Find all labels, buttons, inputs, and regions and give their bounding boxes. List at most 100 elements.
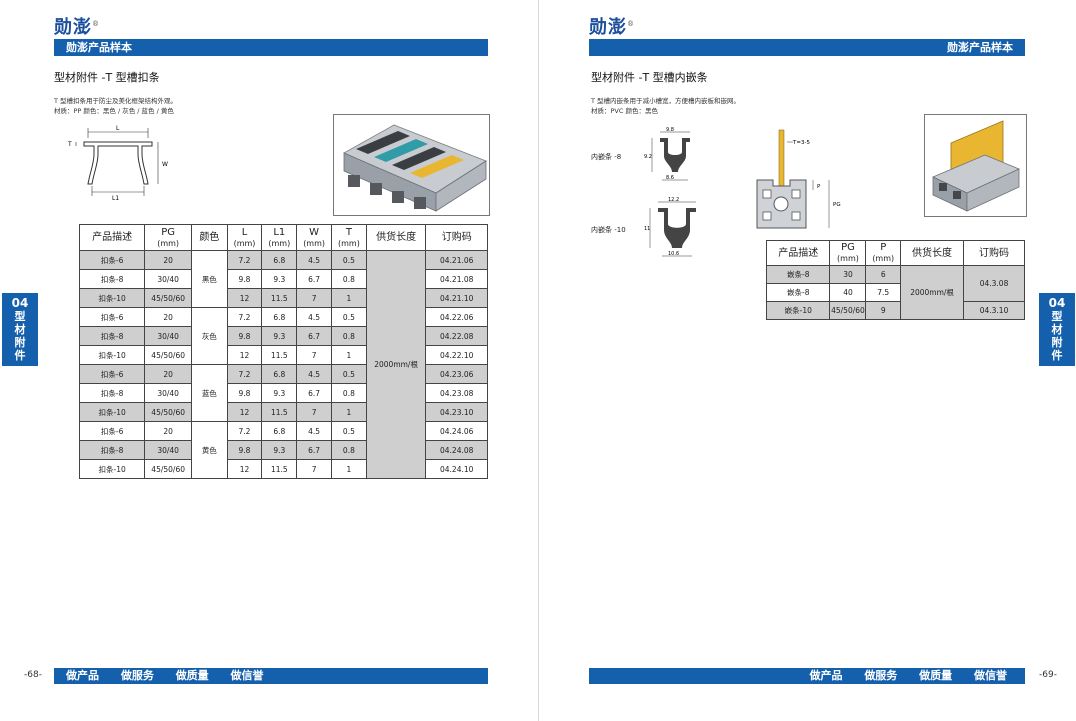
cell-l1: 9.3 [261, 383, 298, 403]
cell-desc: 扣条-8 [78, 440, 146, 460]
cell-t: 0.8 [331, 440, 367, 460]
cell-l: 12 [226, 459, 263, 479]
header-code: 订购码 [425, 224, 488, 251]
cell-pg: 45/50/60 [829, 301, 867, 320]
description-line-2: 材质：PP 颜色：黑色 / 灰色 / 蓝色 / 黄色 [54, 107, 174, 115]
cell-code: 04.23.06 [425, 364, 488, 384]
cell-desc: 扣条-6 [78, 421, 146, 441]
cell-l1: 11.5 [261, 288, 298, 308]
cell-code: 04.23.08 [425, 383, 488, 403]
description-line-1: T 型槽扣条用于防尘及美化框架结构外观。 [54, 97, 178, 105]
cell-w: 6.7 [296, 440, 332, 460]
header-pg: PG(mm) [829, 240, 867, 266]
footer-slogan: 做质量 [919, 669, 953, 682]
side-tab[interactable]: 04 型 材 附 件 [1039, 293, 1075, 366]
header-bar: 勋澎产品样本 [54, 39, 488, 56]
footer-slogan: 做信誉 [974, 669, 1007, 682]
page-title: 型材附件 -T 型槽扣条 [54, 71, 160, 84]
cell-desc: 扣条-10 [78, 288, 146, 308]
dim-label-w: W [162, 161, 168, 168]
cell-pg: 45/50/60 [144, 288, 193, 308]
side-tab-number: 04 [11, 296, 29, 310]
cell-pg: 45/50/60 [144, 459, 193, 479]
cell-pg: 20 [144, 364, 193, 384]
cell-t: 0.5 [331, 421, 367, 441]
header-l1: L1(mm) [261, 224, 298, 251]
cell-w: 4.5 [296, 250, 332, 270]
side-tab[interactable]: 04 型 材 附 件 [2, 293, 38, 366]
cell-w: 6.7 [296, 383, 332, 403]
cell-pg: 40 [829, 283, 867, 302]
cell-t: 0.8 [331, 326, 367, 346]
cell-l1: 6.8 [261, 364, 298, 384]
cell-desc: 嵌条-8 [765, 265, 831, 284]
cell-desc: 扣条-10 [78, 345, 146, 365]
header-desc: 产品描述 [78, 224, 146, 251]
cell-l: 12 [226, 288, 263, 308]
cell-code: 04.21.10 [425, 288, 488, 308]
cell-color: 灰色 [191, 307, 228, 365]
footer-bar: 做产品 做服务 做质量 做信誉 [589, 668, 1025, 684]
cell-l: 12 [226, 402, 263, 422]
cell-code: 04.3.08 [963, 265, 1025, 302]
description-line-2: 材质：PVC 颜色：黑色 [591, 107, 658, 115]
header-color: 颜色 [191, 224, 228, 251]
cell-l1: 6.8 [261, 421, 298, 441]
cell-t: 1 [331, 345, 367, 365]
side-tab-char: 附 [1051, 336, 1063, 349]
cell-desc: 扣条-8 [78, 326, 146, 346]
cell-supply-length: 2000mm/根 [900, 265, 965, 320]
cell-code: 04.22.06 [425, 307, 488, 327]
footer-slogan: 做服务 [864, 669, 898, 682]
header-t: T(mm) [331, 224, 367, 251]
dim-label-l1: L1 [112, 195, 119, 200]
cell-code: 04.21.06 [425, 250, 488, 270]
cell-t: 0.5 [331, 250, 367, 270]
cell-p: 7.5 [865, 283, 902, 302]
header-w: W(mm) [296, 224, 332, 251]
cell-code: 04.22.10 [425, 345, 488, 365]
footer-slogan: 做产品 [809, 669, 843, 682]
cell-l1: 11.5 [261, 459, 298, 479]
side-tab-char: 材 [1051, 323, 1063, 336]
cell-t: 0.8 [331, 269, 367, 289]
cell-l1: 9.3 [261, 440, 298, 460]
dim-8-bottom: 8.6 [666, 175, 674, 181]
table-header-row: 产品描述 PG(mm) 颜色 L(mm) L1(mm) W(mm) T(mm) … [78, 224, 488, 251]
description: T 型槽内嵌条用于减小槽宽，方便槽内嵌板和嵌网。 材质：PVC 颜色：黑色 [591, 96, 740, 116]
page-title: 型材附件 -T 型槽内嵌条 [591, 71, 708, 84]
clip-strip-drawing: L T W L1 [67, 125, 168, 200]
side-tab-char: 附 [14, 336, 26, 349]
cell-desc: 扣条-6 [78, 307, 146, 327]
cell-l: 7.2 [226, 421, 263, 441]
brand-logo: 勋澎® [54, 17, 100, 38]
side-tab-char: 型 [1051, 310, 1063, 323]
footer-slogan: 做服务 [120, 669, 154, 682]
cell-desc: 扣条-6 [78, 364, 146, 384]
header-bar: 勋澎产品样本 [589, 39, 1025, 56]
header-title: 勋澎产品样本 [66, 41, 132, 54]
cell-t: 1 [331, 459, 367, 479]
product-photo-insert [924, 114, 1027, 217]
dim-10-top: 12.2 [668, 197, 679, 203]
cell-w: 4.5 [296, 421, 332, 441]
cell-pg: 45/50/60 [144, 345, 193, 365]
insert-10-label: 内嵌条 -10 [591, 226, 626, 234]
cell-w: 7 [296, 459, 332, 479]
clip-strip-spec-table: 产品描述 PG(mm) 颜色 L(mm) L1(mm) W(mm) T(mm) … [78, 224, 488, 479]
cell-l: 9.8 [226, 383, 263, 403]
cell-l: 7.2 [226, 307, 263, 327]
brand-logo: 勋澎® [589, 17, 635, 38]
cell-l1: 6.8 [261, 307, 298, 327]
description: T 型槽扣条用于防尘及美化框架结构外观。 材质：PP 颜色：黑色 / 灰色 / … [54, 96, 177, 116]
